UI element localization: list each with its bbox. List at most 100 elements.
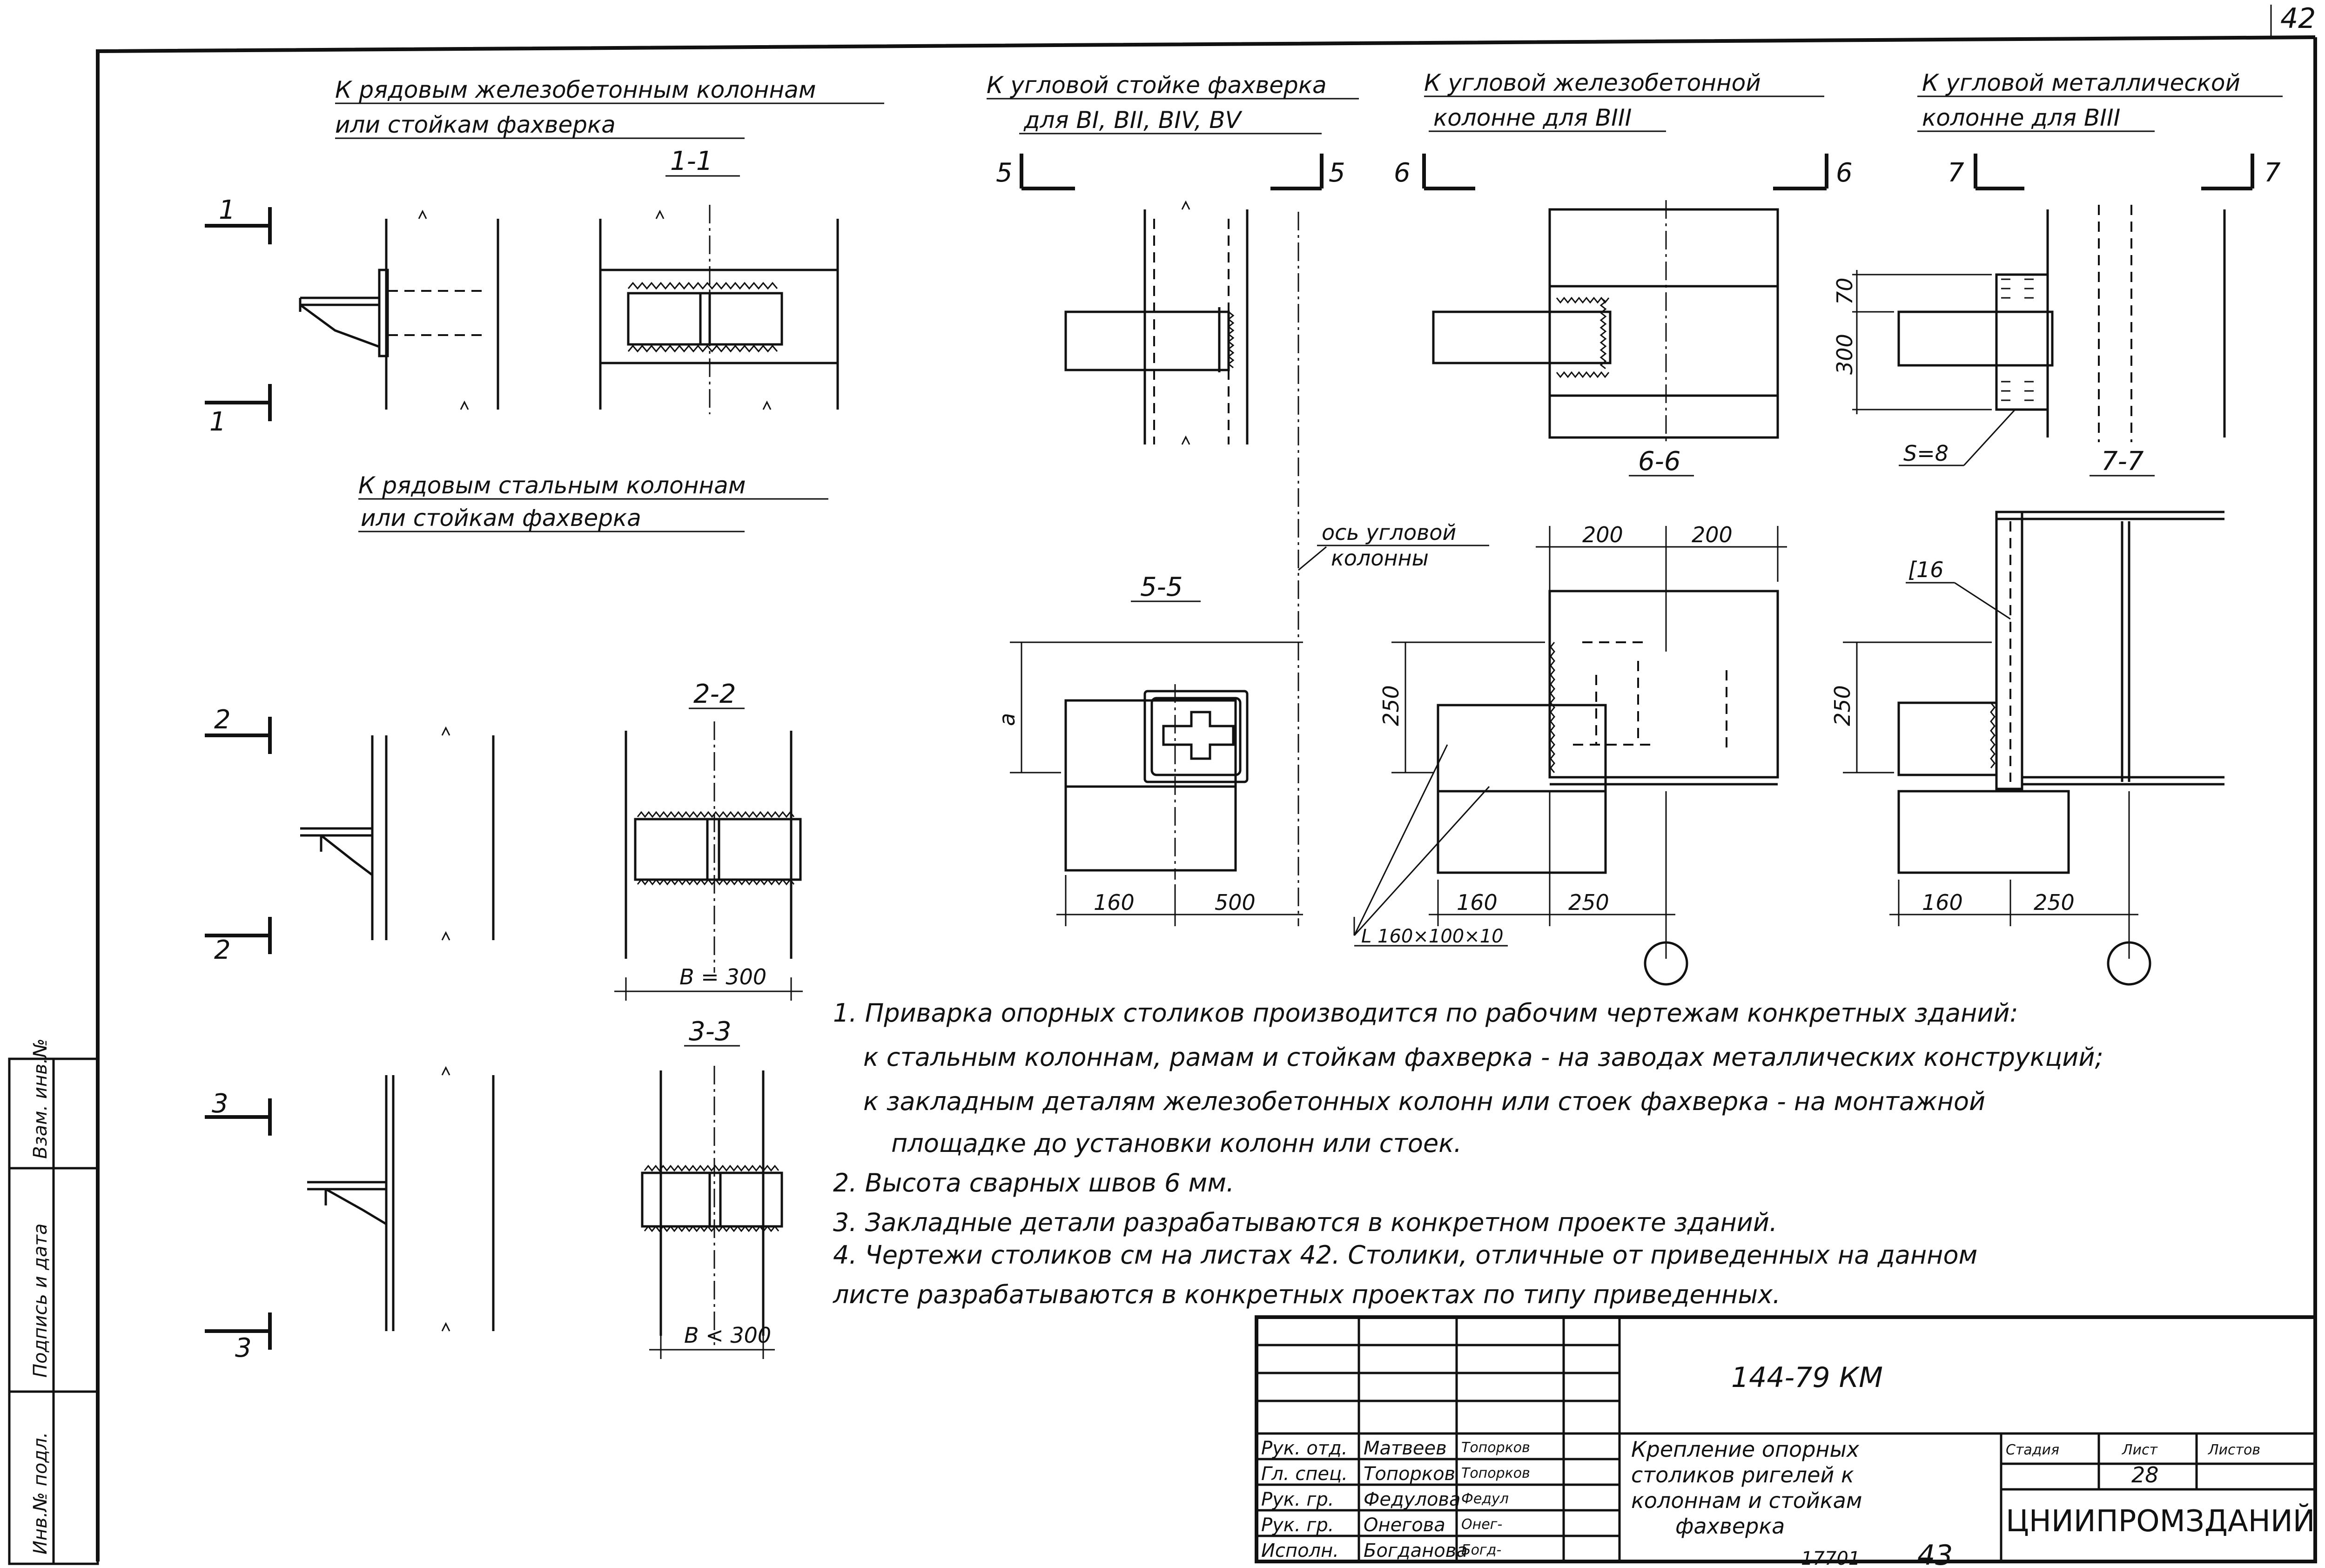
- heading-corner-metal: К угловой металлической колонне для ВIII: [1917, 69, 2283, 132]
- stamp-signature-date: Подпись и дата: [30, 1224, 51, 1378]
- sheet-value: 28: [2131, 1462, 2159, 1487]
- note-4a: листе разрабатываются в конкретных проек…: [833, 1280, 1781, 1309]
- heading-post-line2: для ВI, ВII, ВIV, ВV: [1023, 107, 1243, 134]
- margin-stamp: Инв.№ подл. Подпись и дата Взам. инв.№: [8, 1038, 99, 1565]
- view-corner-metal-elevation: 7 7 70 300 S=8 7-7: [1832, 154, 2281, 477]
- note-1b: к закладным деталям железобетонных колон…: [863, 1087, 1985, 1116]
- general-notes: 1. Приварка опорных столиков производитс…: [833, 998, 2103, 1309]
- view-steel-section-3-3: 3-3 В < 300: [641, 1016, 783, 1359]
- section-label-2-2: 2-2: [693, 679, 736, 709]
- dim-200-a: 200: [1582, 522, 1623, 547]
- cut-mark-1-bottom: 1: [209, 407, 226, 437]
- section-label-5-5: 5-5: [1140, 572, 1183, 602]
- page-number: 42: [2280, 2, 2316, 35]
- staff-sign-4: Онег-: [1461, 1516, 1502, 1533]
- section-label-7-7: 7-7: [2101, 446, 2144, 477]
- heading-corner-rc: К угловой железобетонной колонне для ВII…: [1424, 69, 1824, 132]
- title-line-3: колоннам и стойкам: [1631, 1488, 1862, 1513]
- dim-250-b: 250: [1568, 890, 1609, 915]
- staff-name-1: Матвеев: [1364, 1438, 1447, 1459]
- view-corner-metal-plan: [16 250 160 250: [1830, 511, 2224, 986]
- dim-250-a: 250: [1378, 685, 1404, 726]
- staff-role-4: Рук. гр.: [1261, 1514, 1334, 1536]
- dim-b-eq-300: В = 300: [679, 964, 766, 989]
- staff-sign-3: Федул: [1461, 1491, 1509, 1507]
- note-2: 2. Высота сварных швов 6 мм.: [833, 1168, 1234, 1198]
- title-line-2: столиков ригелей к: [1631, 1462, 1854, 1487]
- stamp-inv-no: Инв.№ подл.: [30, 1432, 51, 1555]
- footer-code: 17701: [1801, 1548, 1860, 1568]
- staff-sign-1: Топорков: [1461, 1440, 1530, 1456]
- note-4: 4. Чертежи столиков см на листах 42. Сто…: [833, 1240, 1977, 1270]
- cut-mark-5-right: 5: [1329, 158, 1345, 188]
- view-rc-section-1-1: [599, 205, 839, 414]
- footer-page: 43: [1917, 1539, 1953, 1568]
- staff-sign-2: Топорков: [1461, 1465, 1530, 1481]
- heading-post-line1: К угловой стойке фахверка: [987, 72, 1327, 99]
- view-corner-post-elevation: 5 5: [996, 154, 1345, 926]
- note-1a: к стальным колоннам, рамам и стойкам фах…: [863, 1043, 2103, 1072]
- dim-250-c: 250: [1830, 685, 1855, 726]
- cut-mark-2-bottom: 2: [214, 935, 231, 965]
- title-line-4: фахверка: [1675, 1514, 1785, 1539]
- channel-label: [16: [1908, 557, 1943, 582]
- angle-section-label: L 160×100×10: [1361, 926, 1504, 947]
- staff-role-2: Гл. спец.: [1261, 1463, 1348, 1485]
- dim-500: 500: [1215, 890, 1256, 915]
- dim-160-b: 160: [1457, 890, 1498, 915]
- cut-mark-3-bottom: 3: [235, 1333, 252, 1363]
- heading-corner-post: К угловой стойке фахверка для ВI, ВII, В…: [987, 72, 1359, 135]
- heading-rc-corner-line2: колонне для ВIII: [1433, 104, 1632, 131]
- corner-axis-line1: ось угловой: [1322, 520, 1456, 545]
- staff-role-1: Рук. отд.: [1261, 1438, 1348, 1459]
- staff-name-4: Онегова: [1364, 1514, 1445, 1536]
- section-label-3-3: 3-3: [689, 1016, 731, 1047]
- cut-mark-6-left: 6: [1394, 158, 1411, 188]
- dim-160-c: 160: [1922, 890, 1963, 915]
- heading-rc-corner-line1: К угловой железобетонной: [1424, 69, 1761, 96]
- dim-250-d: 250: [2034, 890, 2075, 915]
- organization-name: ЦНИИПРОМЗДАНИЙ: [2006, 1503, 2315, 1539]
- staff-role-3: Рук. гр.: [1261, 1489, 1334, 1510]
- title-block: 144-79 КМ Крепление опорных столиков риг…: [1255, 1315, 2317, 1563]
- sheet-label: Лист: [2122, 1442, 2158, 1458]
- cut-mark-6-right: 6: [1836, 158, 1853, 188]
- view-steel-column-elevation: 2 2: [205, 705, 495, 965]
- drawing-code: 144-79 КМ: [1731, 1361, 1883, 1394]
- label-s-8: S=8: [1903, 441, 1949, 466]
- cut-mark-1-top: 1: [219, 195, 235, 225]
- stage-label: Стадия: [2006, 1442, 2059, 1458]
- dim-300-elev: 300: [1832, 334, 1857, 375]
- view-corner-rc-elevation: 6 6 6-6: [1394, 154, 1853, 477]
- dim-70: 70: [1832, 277, 1857, 305]
- cut-mark-7-left: 7: [1948, 158, 1964, 188]
- staff-sign-5: Богд-: [1461, 1542, 1501, 1558]
- sheets-label: Листов: [2208, 1442, 2260, 1458]
- view-section-5-5: 5-5 а 160 500: [995, 572, 1303, 926]
- view-steel-column-elevation-3: 3 3: [205, 1066, 495, 1363]
- dim-a: а: [995, 713, 1020, 726]
- heading-rc-line2: или стойкам фахверка: [335, 111, 616, 138]
- title-line-1: Крепление опорных: [1631, 1437, 1860, 1462]
- dim-b-lt-300: В < 300: [684, 1323, 771, 1348]
- staff-name-2: Топорков: [1364, 1463, 1455, 1485]
- note-3: 3. Закладные детали разрабатываются в ко…: [833, 1208, 1777, 1237]
- dim-200-b: 200: [1692, 522, 1733, 547]
- section-label-6-6: 6-6: [1638, 446, 1680, 477]
- stamp-replace-inv: Взам. инв.№: [30, 1038, 51, 1159]
- staff-name-5: Богданова: [1364, 1540, 1468, 1561]
- heading-steel-line1: К рядовым стальным колоннам: [358, 472, 746, 499]
- note-1: 1. Приварка опорных столиков производитс…: [833, 998, 2018, 1028]
- view-corner-rc-plan: 200 200 250 160 250 L 160×100×10: [1353, 522, 1787, 986]
- heading-metal-line1: К угловой металлической: [1922, 69, 2240, 96]
- heading-metal-line2: колонне для ВIII: [1922, 104, 2120, 131]
- view-rc-column-elevation: 1 1: [205, 195, 499, 437]
- cut-mark-2-top: 2: [214, 705, 231, 735]
- cut-mark-3-top: 3: [212, 1089, 228, 1119]
- heading-steel-line2: или стойкам фахверка: [361, 505, 641, 532]
- corner-axis-annotation: ось угловой колонны: [1298, 520, 1489, 571]
- heading-steel-columns: К рядовым стальным колоннам или стойкам …: [358, 472, 828, 532]
- view-steel-section-2-2: 2-2 В = 300: [614, 679, 803, 1001]
- corner-axis-line2: колонны: [1331, 545, 1429, 571]
